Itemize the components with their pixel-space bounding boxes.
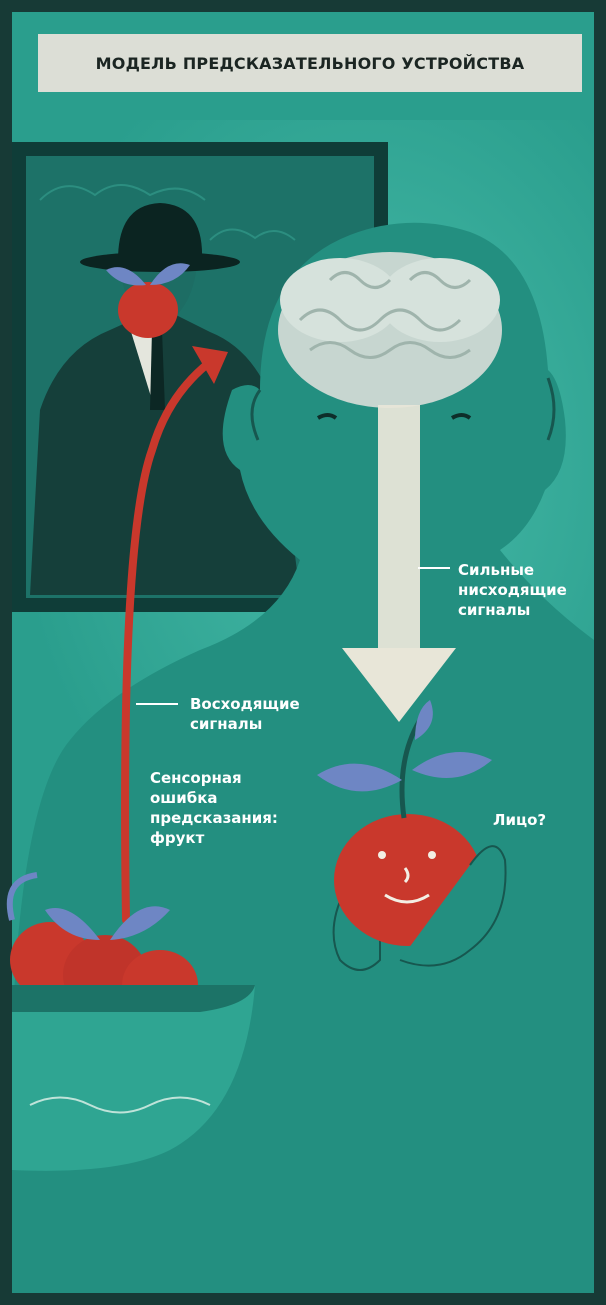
label-sensory-prediction-error: Сенсорная ошибка предсказания: фрукт [150,768,278,848]
label-face-question: Лицо? [493,810,546,830]
diagram-title: МОДЕЛЬ ПРЕДСКАЗАТЕЛЬНОГО УСТРОЙСТВА [96,54,525,73]
label-bottom-up-signals: Восходящие сигналы [190,694,300,734]
title-box: МОДЕЛЬ ПРЕДСКАЗАТЕЛЬНОГО УСТРОЙСТВА [38,34,582,92]
label-top-down-signals: Сильные нисходящие сигналы [458,560,567,620]
brain-icon [278,252,502,408]
